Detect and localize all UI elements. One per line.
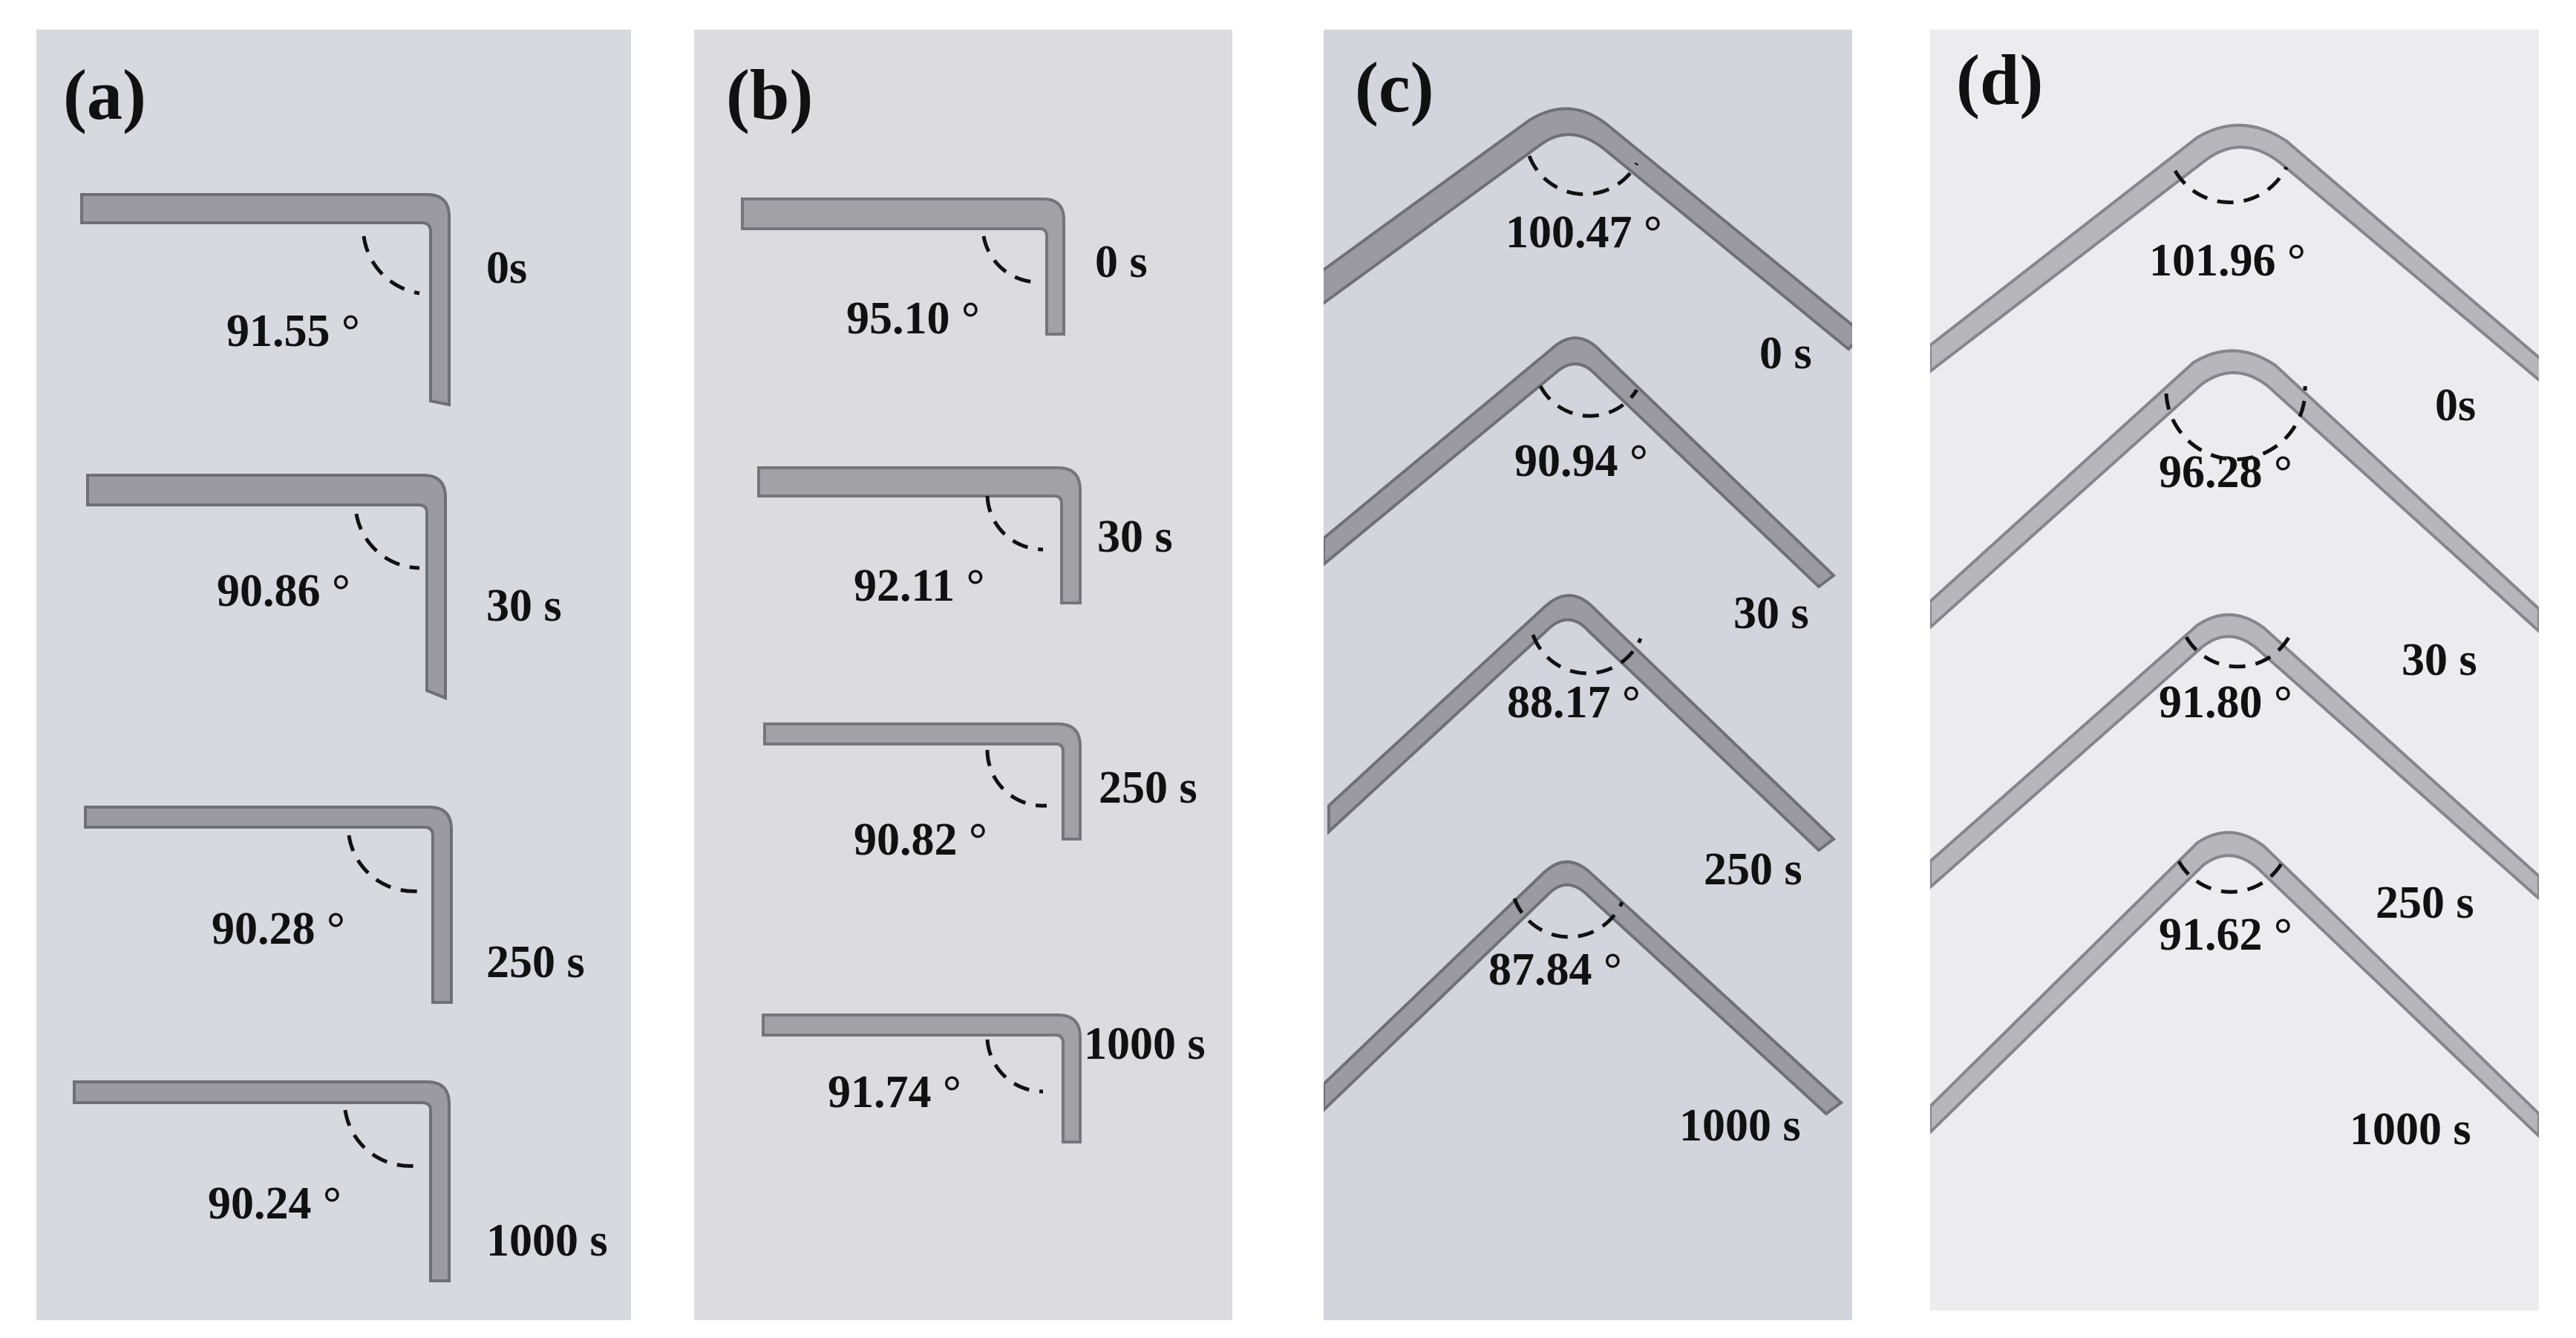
angle-label-d-1000s: 91.62 ° bbox=[2159, 910, 2292, 960]
arc-d-0s bbox=[2173, 166, 2289, 205]
specimen-c-1000s bbox=[1324, 860, 1844, 1116]
angle-label-d-30s: 96.28 ° bbox=[2159, 447, 2292, 497]
panel-label-c: (c) bbox=[1355, 48, 1434, 127]
angle-label-d-0s: 101.96 ° bbox=[2149, 235, 2306, 286]
arc-b-30s bbox=[985, 495, 1044, 552]
angle-arcs bbox=[343, 155, 2307, 1168]
arc-b-1000s bbox=[985, 1039, 1044, 1094]
angle-label-b-1000s: 91.74 ° bbox=[828, 1067, 961, 1117]
angle-label-c-30s: 90.94 ° bbox=[1514, 436, 1648, 486]
angle-label-b-0s: 95.10 ° bbox=[846, 293, 980, 344]
angle-label-c-1000s: 87.84 ° bbox=[1488, 944, 1622, 995]
panel-d-specimens bbox=[1930, 123, 2539, 1138]
specimen-c-30s bbox=[1324, 336, 1837, 589]
panel-b-specimens bbox=[741, 198, 1082, 1143]
panel-d-background bbox=[1930, 30, 2539, 1311]
time-label-d-0s: 0s bbox=[2435, 380, 2477, 431]
time-label-c-1000s: 1000 s bbox=[1679, 1100, 1801, 1151]
time-label-c-30s: 30 s bbox=[1733, 588, 1809, 639]
specimen-b-0s bbox=[741, 198, 1065, 336]
arc-d-250s bbox=[2184, 633, 2292, 669]
angle-label-d-250s: 91.80 ° bbox=[2159, 677, 2292, 728]
arc-a-1000s bbox=[343, 1109, 416, 1168]
specimen-c-0s bbox=[1324, 107, 1852, 351]
angle-label-b-250s: 90.82 ° bbox=[854, 815, 987, 865]
specimen-d-0s bbox=[1930, 123, 2539, 382]
panel-c-background bbox=[1324, 30, 1852, 1320]
angle-label-c-0s: 100.47 ° bbox=[1506, 207, 1662, 258]
panel-a-specimens bbox=[73, 193, 453, 1282]
arc-c-30s bbox=[1538, 385, 1639, 418]
arc-c-1000s bbox=[1512, 898, 1624, 939]
arc-c-0s bbox=[1527, 155, 1639, 197]
time-label-b-0s: 0 s bbox=[1095, 237, 1148, 287]
panel-a-background bbox=[36, 30, 631, 1320]
angle-label-b-30s: 92.11 ° bbox=[854, 561, 985, 611]
angle-label-a-30s: 90.86 ° bbox=[217, 566, 350, 616]
arc-b-0s bbox=[981, 235, 1040, 284]
panel-c-specimens bbox=[1324, 107, 1852, 1116]
panel-label-b: (b) bbox=[726, 55, 814, 134]
time-label-d-1000s: 1000 s bbox=[2350, 1104, 2471, 1155]
time-label-b-250s: 250 s bbox=[1099, 763, 1197, 813]
specimen-d-1000s bbox=[1930, 831, 2539, 1138]
arc-b-250s bbox=[985, 749, 1047, 808]
specimen-b-250s bbox=[763, 722, 1082, 841]
angle-label-a-0s: 91.55 ° bbox=[226, 306, 360, 356]
time-label-b-1000s: 1000 s bbox=[1084, 1019, 1206, 1069]
angle-label-a-1000s: 90.24 ° bbox=[208, 1178, 341, 1229]
specimen-d-30s bbox=[1930, 349, 2539, 633]
specimen-a-0s bbox=[80, 193, 451, 407]
panel-label-d: (d) bbox=[1956, 40, 2044, 120]
time-label-a-250s: 250 s bbox=[486, 937, 585, 988]
time-label-a-1000s: 1000 s bbox=[486, 1215, 608, 1266]
arc-a-0s bbox=[362, 235, 420, 296]
panel-label-a: (a) bbox=[63, 55, 146, 134]
angle-label-c-250s: 88.17 ° bbox=[1507, 677, 1641, 728]
panel-b-background bbox=[694, 30, 1232, 1320]
arc-a-250s bbox=[347, 835, 420, 893]
arc-a-30s bbox=[354, 513, 420, 570]
time-label-d-30s: 30 s bbox=[2402, 635, 2477, 685]
time-label-a-0s: 0s bbox=[486, 243, 528, 293]
time-label-a-30s: 30 s bbox=[486, 581, 562, 631]
specimen-a-30s bbox=[86, 474, 447, 700]
angle-label-a-250s: 90.28 ° bbox=[212, 904, 345, 954]
time-label-b-30s: 30 s bbox=[1097, 512, 1173, 562]
specimen-b-1000s bbox=[762, 1014, 1082, 1143]
specimen-c-250s bbox=[1327, 594, 1837, 852]
specimen-b-30s bbox=[757, 466, 1082, 604]
arc-c-250s bbox=[1531, 634, 1643, 676]
arc-d-30s bbox=[2164, 385, 2307, 462]
arc-d-1000s bbox=[2177, 860, 2285, 894]
time-label-d-250s: 250 s bbox=[2376, 878, 2474, 928]
specimen-a-250s bbox=[84, 806, 453, 1004]
time-label-c-250s: 250 s bbox=[1704, 844, 1802, 895]
specimen-a-1000s bbox=[73, 1080, 451, 1282]
time-label-c-0s: 0 s bbox=[1759, 328, 1812, 379]
specimen-d-250s bbox=[1930, 613, 2539, 901]
